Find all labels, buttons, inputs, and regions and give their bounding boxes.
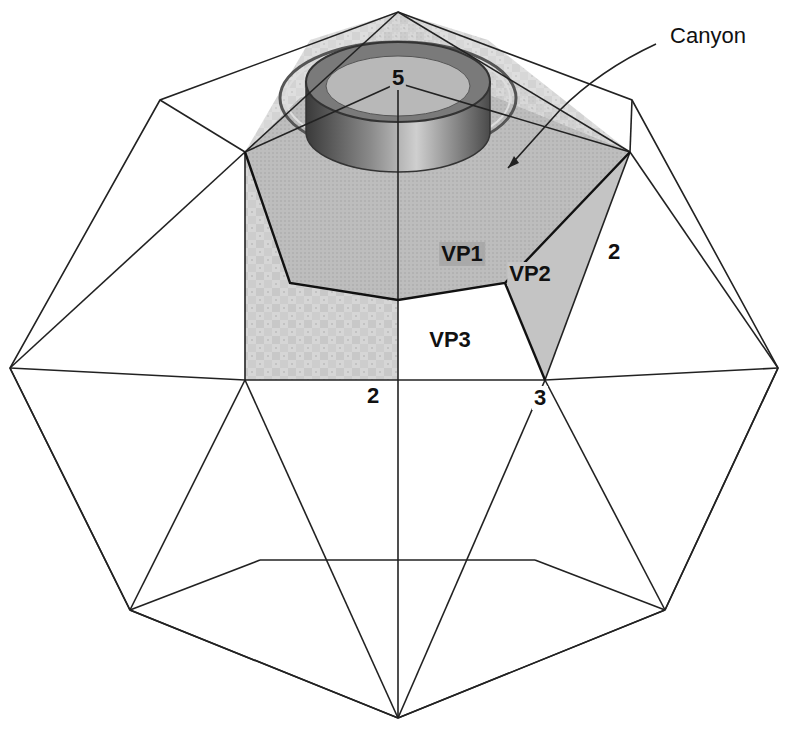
protein-name: VP2 xyxy=(507,262,553,286)
protein-name: VP3 xyxy=(427,328,473,352)
part-name: Canyon xyxy=(668,24,748,48)
symmetry-axis-number: 3 xyxy=(532,386,548,410)
symmetry-axis-number: 2 xyxy=(606,240,622,264)
shaded-faces xyxy=(245,12,630,380)
leader-head xyxy=(508,156,519,168)
symmetry-axis-number: 5 xyxy=(390,66,406,90)
leader-line xyxy=(508,44,656,168)
outline xyxy=(10,12,778,718)
symmetry-axis-number: 2 xyxy=(365,384,381,408)
icosahedron-wireframe xyxy=(10,12,778,718)
asymmetric-unit-outline xyxy=(245,152,630,380)
protein-name: VP1 xyxy=(439,242,485,266)
